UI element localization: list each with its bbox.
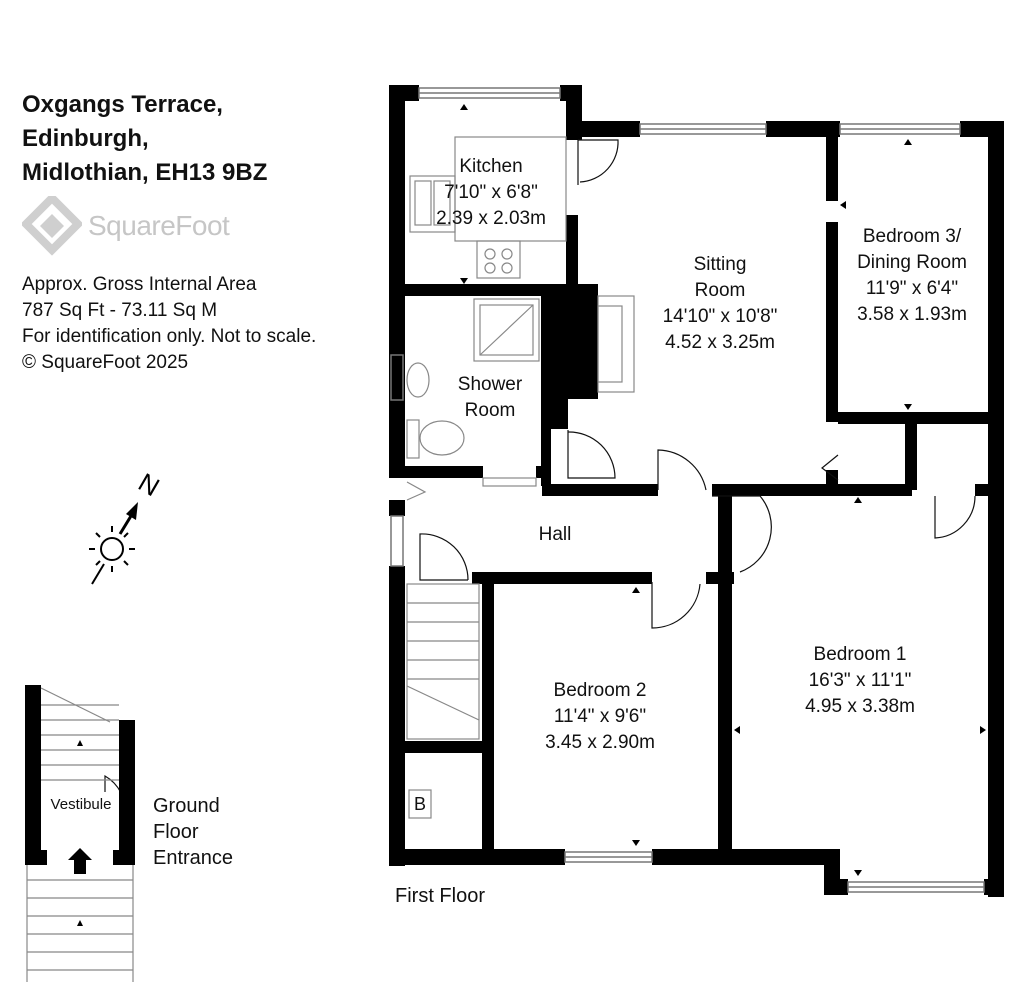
fixtures	[406, 136, 635, 819]
boiler-label: B	[409, 791, 431, 817]
shower-name-1: Shower	[457, 374, 523, 395]
kitchen-metric: 2.39 x 2.03m	[436, 208, 546, 229]
bedroom3-imperial: 11'9" x 6'4"	[865, 278, 959, 299]
property-address: Oxgangs Terrace, Edinburgh, Midlothian, …	[22, 88, 267, 190]
bedroom1-name: Bedroom 1	[813, 644, 907, 665]
room-kitchen: Kitchen 7'10" x 6'8" 2.39 x 2.03m	[416, 154, 566, 232]
ground-floor-label: Ground Floor Entrance	[153, 793, 233, 871]
north-arrow-sun-icon	[89, 502, 138, 585]
info-line-4: © SquareFoot 2025	[22, 352, 189, 373]
north-letter: N	[133, 467, 164, 502]
info-line-1: Approx. Gross Internal Area	[22, 274, 257, 295]
sitting-metric: 4.52 x 3.25m	[665, 332, 775, 353]
dimension-ticks	[460, 104, 986, 876]
room-shower: Shower Room	[440, 372, 540, 424]
info-line-2: 787 Sq Ft - 73.11 Sq M	[22, 300, 218, 321]
address-line-3: Midlothian, EH13 9BZ	[22, 159, 268, 186]
brand-name: SquareFoot	[88, 210, 230, 241]
sitting-name-2: Room	[694, 280, 746, 301]
ground-floor-line-2: Floor	[153, 821, 199, 843]
room-vestibule: Vestibule	[44, 792, 118, 818]
sitting-imperial: 14'10" x 10'8"	[662, 306, 778, 327]
bedroom2-metric: 3.45 x 2.90m	[545, 732, 655, 753]
ground-floor-line-1: Ground	[153, 795, 220, 817]
info-line-3: For identification only. Not to scale.	[22, 326, 317, 347]
first-floor-walls	[389, 85, 1004, 897]
room-bedroom1: Bedroom 1 16'3" x 11'1" 4.95 x 3.38m	[780, 642, 940, 720]
brand-logo: SquareFoot	[20, 192, 262, 258]
ground-floor-line-3: Entrance	[153, 847, 234, 869]
sitting-name-1: Sitting	[693, 254, 747, 275]
bedroom3-name-1: Bedroom 3/	[862, 226, 962, 247]
room-bedroom2: Bedroom 2 11'4" x 9'6" 3.45 x 2.90m	[520, 678, 680, 756]
boiler-name: B	[413, 794, 426, 814]
bedroom1-imperial: 16'3" x 11'1"	[808, 670, 912, 691]
room-hall: Hall	[525, 522, 585, 548]
ground-floor-walls	[25, 685, 135, 865]
area-info: Approx. Gross Internal Area 787 Sq Ft - …	[22, 272, 316, 376]
room-bedroom3: Bedroom 3/ Dining Room 11'9" x 6'4" 3.58…	[840, 224, 984, 328]
shower-name-2: Room	[464, 400, 516, 421]
bedroom2-name: Bedroom 2	[553, 680, 647, 701]
hall-name: Hall	[538, 524, 572, 545]
address-line-1: Oxgangs Terrace,	[22, 91, 223, 118]
entrance-arrow-icon	[68, 740, 92, 926]
room-sitting: Sitting Room 14'10" x 10'8" 4.52 x 3.25m	[640, 252, 800, 356]
bedroom3-metric: 3.58 x 1.93m	[857, 304, 967, 325]
bedroom1-metric: 4.95 x 3.38m	[805, 696, 915, 717]
squarefoot-logo-icon	[20, 192, 84, 256]
bedroom2-imperial: 11'4" x 9'6"	[553, 706, 647, 727]
first-floor-label: First Floor	[395, 885, 485, 907]
bedroom3-name-2: Dining Room	[857, 252, 967, 273]
kitchen-name: Kitchen	[459, 156, 523, 177]
kitchen-imperial: 7'10" x 6'8"	[444, 182, 538, 203]
vestibule-name: Vestibule	[50, 796, 112, 813]
ground-floor-stairs	[26, 687, 134, 982]
windows	[390, 87, 985, 893]
address-line-2: Edinburgh,	[22, 125, 149, 152]
